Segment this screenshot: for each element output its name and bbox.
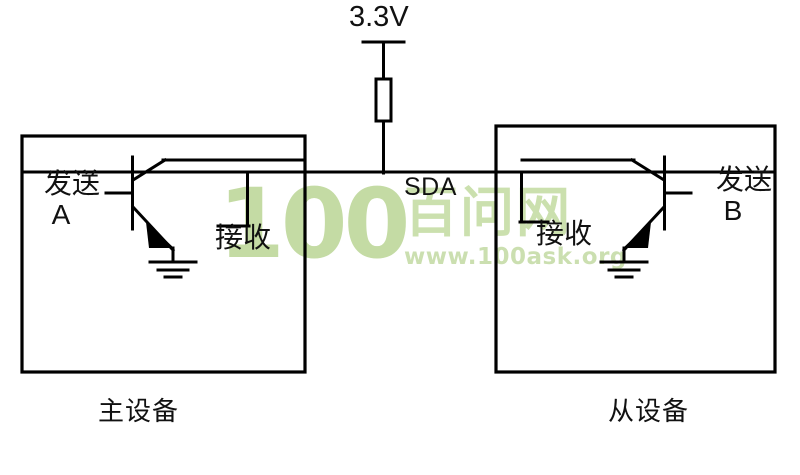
master-device-label: 主设备 (98, 396, 180, 426)
pull-up-resistor-body (374, 77, 393, 123)
master-transistor-emitter-arrow (146, 222, 174, 248)
slave-send-label: 发送 B (716, 164, 773, 227)
slave-device-label: 从设备 (608, 396, 690, 426)
master-device-box (20, 134, 307, 374)
slave-transistor-emitter-arrow (623, 222, 651, 248)
slave-device-box (494, 124, 777, 374)
supply-voltage-label: 3.3V (349, 1, 409, 33)
master-receive-label: 接收 (215, 222, 272, 253)
slave-receive-label: 接收 (536, 218, 593, 249)
master-send-label: 发送 A (44, 168, 101, 231)
sda-bus-label: SDA (404, 173, 457, 201)
master-transistor-collector-lead (130, 157, 168, 183)
slave-transistor-collector-lead (629, 157, 667, 183)
